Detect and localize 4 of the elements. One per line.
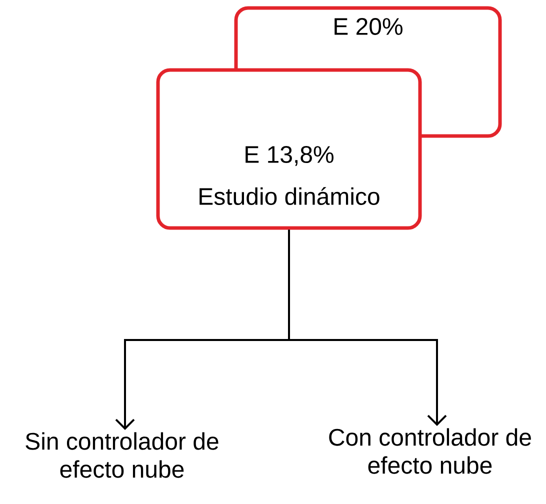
text-label: Sin controlador de efecto nube <box>26 432 218 478</box>
text-label: Con controlador de efecto nube <box>329 428 531 474</box>
arrow <box>288 230 447 426</box>
rounded-box: E 13,8% Estudio dinámico <box>156 68 422 230</box>
